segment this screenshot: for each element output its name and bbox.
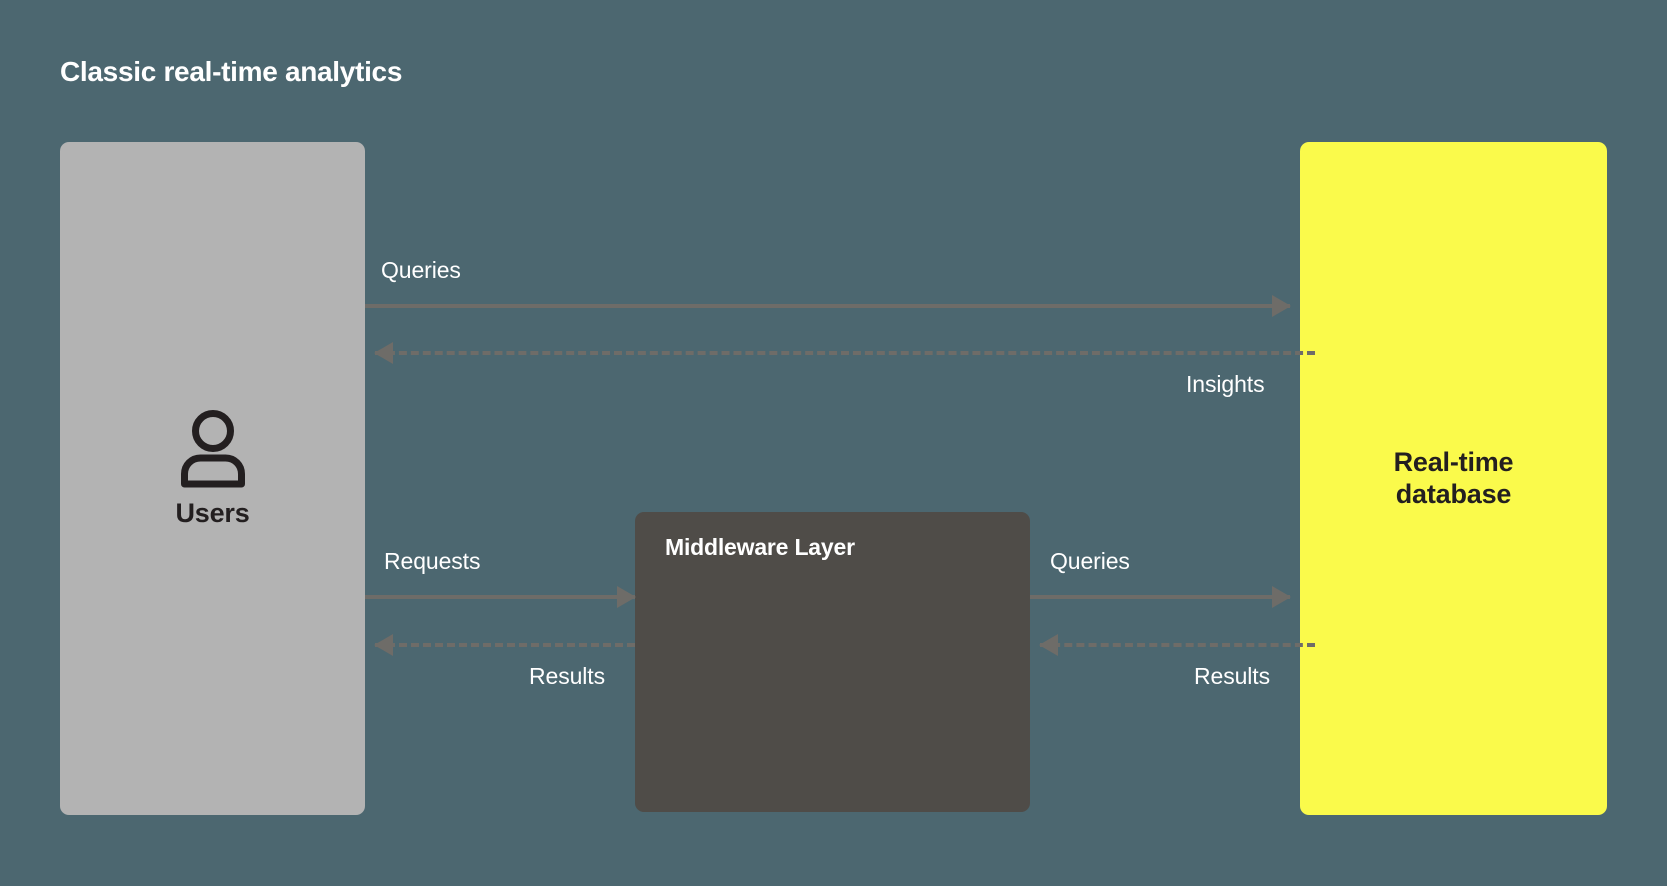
edge-line-dashed	[375, 351, 1315, 355]
page-title: Classic real-time analytics	[60, 56, 403, 87]
arrowhead-left-icon	[1039, 634, 1058, 656]
arrowhead-right-icon	[1272, 295, 1291, 317]
users-content: Users	[175, 408, 250, 529]
arrowhead-left-icon	[374, 342, 393, 364]
edge-line-dashed	[375, 643, 635, 647]
middleware-label: Middleware Layer	[665, 534, 855, 560]
database-label-line-1: Real-time	[1393, 446, 1514, 477]
database-label: Real-time database	[1394, 447, 1514, 511]
edge-line-solid	[1030, 595, 1290, 599]
edge-line-solid	[365, 304, 1290, 308]
arrowhead-left-icon	[374, 634, 393, 656]
edge-label-queries-top: Queries	[381, 257, 461, 283]
node-database: Real-time database	[1300, 142, 1607, 815]
users-label: Users	[175, 498, 250, 528]
node-users: Users	[60, 142, 365, 815]
arrowhead-right-icon	[1272, 586, 1291, 608]
edge-line-solid	[365, 595, 635, 599]
edge-label-results-left: Results	[529, 663, 605, 689]
edge-label-requests: Requests	[384, 548, 481, 574]
database-label-line-2: database	[1395, 478, 1512, 509]
edge-label-queries-bottom: Queries	[1050, 548, 1130, 574]
arrowhead-right-icon	[617, 586, 636, 608]
edge-label-insights: Insights	[1186, 371, 1265, 397]
user-icon	[176, 408, 250, 488]
edge-line-dashed	[1040, 643, 1315, 647]
node-middleware: Middleware Layer	[635, 512, 1030, 812]
edge-label-results-right: Results	[1194, 663, 1270, 689]
